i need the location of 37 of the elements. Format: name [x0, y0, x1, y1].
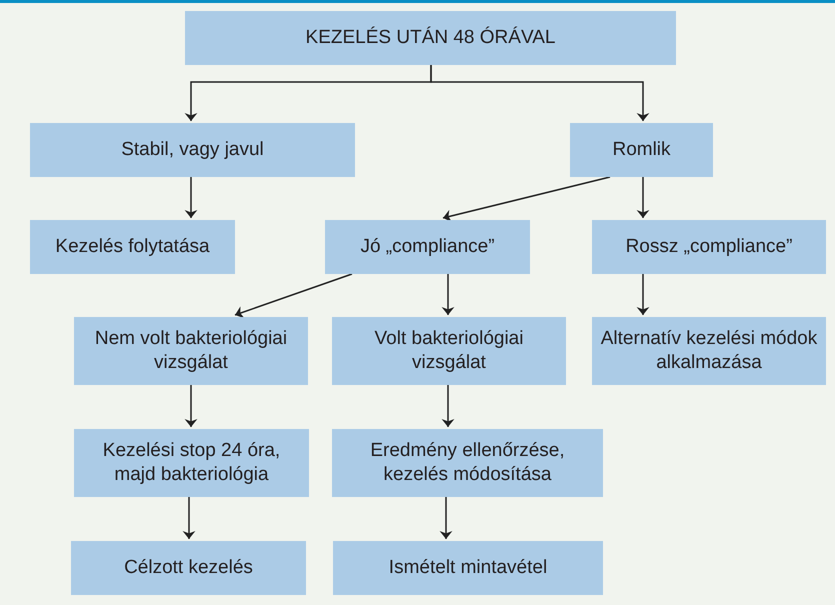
box-label: Jó „compliance” [360, 235, 495, 259]
box-label: Romlik [612, 138, 671, 162]
process-box [74, 429, 309, 497]
box-label: Ismételt mintavétel [388, 556, 548, 580]
process-box [185, 11, 676, 65]
process-box [71, 541, 306, 595]
arrow [442, 385, 454, 427]
arrow [184, 177, 198, 218]
process-box [570, 123, 713, 177]
box-label: Nem volt bakteriológiai vizsgálat [94, 327, 288, 375]
process-box [325, 220, 530, 274]
box-label: Rossz „compliance” [626, 235, 792, 259]
process-box [332, 317, 566, 385]
process-box [30, 123, 355, 177]
box-label: Kezelési stop 24 óra, majd bakteriológia [102, 439, 282, 487]
box-label: Stabil, vagy javul [121, 138, 264, 162]
process-box [333, 541, 603, 595]
box-label: Eredmény ellenőrzése, kezelés módosítása [369, 439, 566, 487]
arrow [182, 497, 196, 539]
arrow [442, 274, 454, 315]
arrow [636, 177, 650, 218]
process-box [332, 429, 603, 497]
box-label: KEZELÉS UTÁN 48 ÓRÁVAL [306, 26, 556, 50]
arrow [234, 273, 352, 318]
box-label: Célzott kezelés [124, 556, 253, 580]
arrow [440, 497, 452, 539]
box-label: Alternatív kezelési módok alkalmazása [600, 327, 818, 375]
process-box [30, 220, 235, 274]
arrow [442, 176, 610, 222]
arrow [430, 65, 650, 121]
process-box [74, 317, 308, 385]
process-box [592, 220, 826, 274]
process-box [592, 317, 826, 385]
arrow [184, 385, 198, 427]
arrow [636, 274, 650, 315]
box-label: Volt bakteriológiai vizsgálat [374, 327, 524, 375]
box-label: Kezelés folytatása [55, 235, 210, 259]
